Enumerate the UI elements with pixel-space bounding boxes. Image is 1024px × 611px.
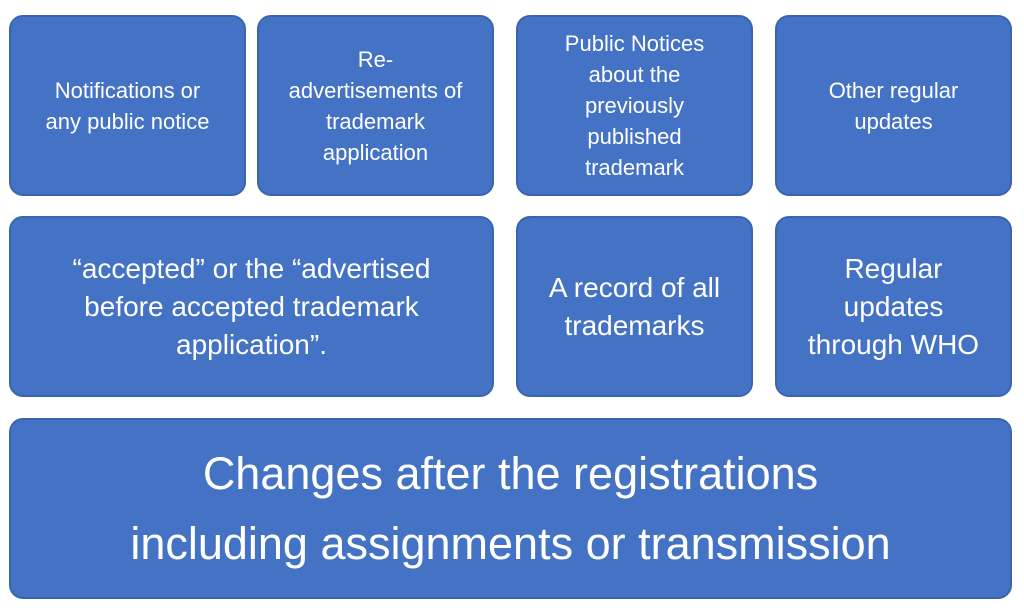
- block-other-updates-text: Other regular updates: [828, 77, 959, 134]
- block-record-trademarks: A record of all trademarks: [516, 216, 753, 397]
- block-public-notices-text: Public Notices about the previously publ…: [564, 31, 705, 180]
- block-notifications: Notifications or any public notice: [9, 15, 246, 196]
- block-changes-after-registration-text: Changes after the registrations includin…: [130, 447, 891, 569]
- block-accepted-advertised-text: “accepted” or the “advertised before acc…: [72, 252, 431, 360]
- block-readvertisements-text: Re- advertisements of trademark applicat…: [288, 46, 463, 165]
- block-changes-after-registration: Changes after the registrations includin…: [9, 418, 1012, 599]
- block-regular-updates-who: Regular updates through WHO: [775, 216, 1012, 397]
- block-readvertisements: Re- advertisements of trademark applicat…: [257, 15, 494, 196]
- block-accepted-advertised: “accepted” or the “advertised before acc…: [9, 216, 494, 397]
- block-record-trademarks-text: A record of all trademarks: [548, 271, 721, 341]
- block-other-updates: Other regular updates: [775, 15, 1012, 196]
- block-public-notices: Public Notices about the previously publ…: [516, 15, 753, 196]
- block-notifications-text: Notifications or any public notice: [45, 77, 210, 134]
- block-regular-updates-who-text: Regular updates through WHO: [807, 252, 980, 360]
